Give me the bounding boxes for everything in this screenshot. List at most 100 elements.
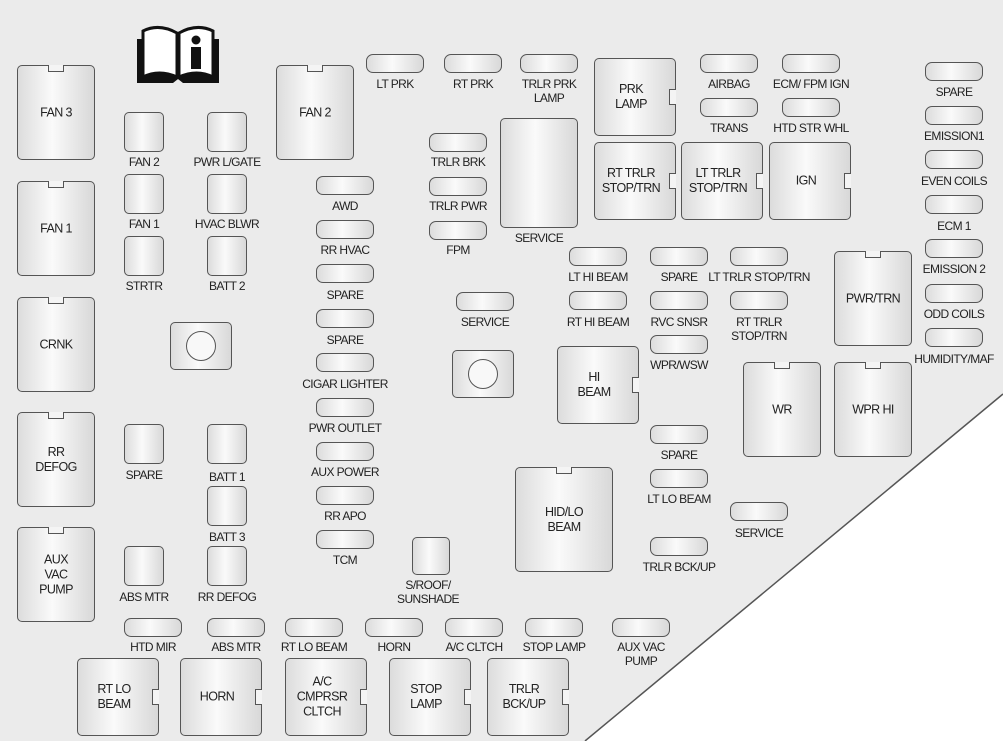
mounting-bolt-icon bbox=[170, 322, 232, 370]
fuse-label: RT HI BEAM bbox=[566, 315, 630, 329]
relay-label: FAN 2 bbox=[299, 105, 331, 119]
relay-fan2: FAN 2 bbox=[276, 65, 354, 160]
relay-horn: HORN bbox=[180, 658, 262, 736]
fuse-trlr-pwr bbox=[429, 177, 487, 196]
mini-fuse-rr-defog bbox=[207, 546, 247, 586]
relay-fan3: FAN 3 bbox=[17, 65, 95, 160]
fuse-label: SERVICE bbox=[460, 315, 510, 329]
fuse-label: PWR OUTLET bbox=[308, 421, 382, 435]
fuse-rt-prk bbox=[444, 54, 502, 73]
mini-fuse-fan1 bbox=[124, 174, 164, 214]
relay-label: SERVICE bbox=[514, 231, 564, 245]
fuse-label: EMISSION 2 bbox=[922, 262, 986, 276]
fuse-label: HTD MIR bbox=[130, 640, 176, 654]
mini-fuse-pwr-lgate bbox=[207, 112, 247, 152]
fuse-label: S/ROOF/ SUNSHADE bbox=[397, 578, 459, 606]
relay-label: RT LO BEAM bbox=[97, 682, 131, 711]
fuse-label: SPARE bbox=[935, 85, 973, 99]
fuse-label: SPARE bbox=[326, 288, 364, 302]
fuse-emission2 bbox=[925, 239, 983, 258]
mounting-bolt-icon bbox=[452, 350, 514, 398]
fuse-ecm1 bbox=[925, 195, 983, 214]
fuse-htd-str-whl bbox=[782, 98, 840, 117]
fuse-label: FAN 2 bbox=[128, 155, 160, 169]
relay-label: WR bbox=[772, 402, 792, 416]
fuse-label: SPARE bbox=[660, 448, 698, 462]
relay-crnk: CRNK bbox=[17, 297, 95, 392]
fuse-label: RT PRK bbox=[453, 77, 494, 91]
fuse-label: FPM bbox=[446, 243, 470, 257]
fuse-label: AUX POWER bbox=[311, 465, 380, 479]
relay-trlr-bck-up: TRLR BCK/UP bbox=[487, 658, 569, 736]
fuse-label: EVEN COILS bbox=[920, 174, 988, 188]
relay-label: STOP LAMP bbox=[410, 682, 442, 711]
fuse-label: HTD STR WHL bbox=[773, 121, 849, 135]
fuse-label: A/C CLTCH bbox=[445, 640, 503, 654]
fuse-label: PWR L/GATE bbox=[193, 155, 261, 169]
fuse-label: TRLR PRK LAMP bbox=[521, 77, 577, 105]
fuse-wpr-wsw bbox=[650, 335, 708, 354]
fuse-label: ECM 1 bbox=[937, 219, 971, 233]
mini-fuse-abs-mtr bbox=[124, 546, 164, 586]
fuse-label: TCM bbox=[332, 553, 358, 567]
relay-label: TRLR BCK/UP bbox=[502, 682, 547, 711]
fuse-service2 bbox=[730, 502, 788, 521]
relay-label: RR DEFOG bbox=[35, 444, 77, 474]
fuse-aux-vac-pump bbox=[612, 618, 670, 637]
relay-rr-defog: RR DEFOG bbox=[17, 412, 95, 507]
relay-label: FAN 1 bbox=[40, 221, 72, 235]
fuse-airbag bbox=[700, 54, 758, 73]
fuse-label: LT HI BEAM bbox=[568, 270, 628, 284]
fuse-label: AUX VAC PUMP bbox=[617, 640, 665, 668]
fuse-htd-mir bbox=[124, 618, 182, 637]
fuse-label: TRLR BCK/UP bbox=[642, 560, 716, 574]
relay-label: PWR/TRN bbox=[845, 291, 901, 305]
fuse-horn bbox=[365, 618, 423, 637]
fuse-lt-trlr-stop-trn bbox=[730, 247, 788, 266]
relay-label: HID/LO BEAM bbox=[544, 504, 584, 534]
fuse-spare4 bbox=[650, 425, 708, 444]
fuse-label: RVC SNSR bbox=[650, 315, 709, 329]
relay-label: WPR HI bbox=[852, 402, 894, 416]
fuse-humidity-maf bbox=[925, 328, 983, 347]
fuse-lt-prk bbox=[366, 54, 424, 73]
fuse-spare3 bbox=[650, 247, 708, 266]
mini-fuse-spare bbox=[124, 424, 164, 464]
fuse-label: SPARE bbox=[326, 333, 364, 347]
fuse-label: RT LO BEAM bbox=[280, 640, 348, 654]
mini-fuse-fan2 bbox=[124, 112, 164, 152]
relay-label: HI BEAM bbox=[577, 370, 611, 399]
fuse-label: STRTR bbox=[125, 279, 163, 293]
fuse-rr-hvac bbox=[316, 220, 374, 239]
mini-fuse-batt2 bbox=[207, 236, 247, 276]
fuse-trlr-bck-up bbox=[650, 537, 708, 556]
fuse-cigar-lighter bbox=[316, 353, 374, 372]
fuse-label: ABS MTR bbox=[211, 640, 261, 654]
fuse-rt-lo-beam bbox=[285, 618, 343, 637]
mini-fuse-batt3 bbox=[207, 486, 247, 526]
fuse-label: LT PRK bbox=[376, 77, 414, 91]
fuse-label: SPARE bbox=[125, 468, 163, 482]
fuse-spare2 bbox=[316, 309, 374, 328]
fuse-trlr-prk-lamp bbox=[520, 54, 578, 73]
fuse-rvc-snsr bbox=[650, 291, 708, 310]
fuse-awd bbox=[316, 176, 374, 195]
fuse-label: CIGAR LIGHTER bbox=[302, 377, 388, 391]
relay-label: LT TRLR STOP/TRN bbox=[688, 166, 748, 195]
relay-service bbox=[500, 118, 578, 228]
fuse-label: EMISSION1 bbox=[924, 129, 985, 143]
relay-stop-lamp: STOP LAMP bbox=[389, 658, 471, 736]
fuse-rt-hi-beam bbox=[569, 291, 627, 310]
fuse-label: BATT 2 bbox=[209, 279, 246, 293]
relay-pwr-trn: PWR/TRN bbox=[834, 251, 912, 346]
fuse-pwr-outlet bbox=[316, 398, 374, 417]
fuse-label: BATT 1 bbox=[209, 470, 246, 484]
fuse-r-spare bbox=[925, 62, 983, 81]
fuse-label: LT TRLR STOP/TRN bbox=[708, 270, 810, 284]
relay-hi-beam: HI BEAM bbox=[557, 346, 639, 424]
fuse-label: FAN 1 bbox=[128, 217, 160, 231]
fuse-label: TRLR PWR bbox=[429, 199, 487, 213]
relay-label: HORN bbox=[199, 689, 235, 704]
fuse-label: RR HVAC bbox=[320, 243, 371, 257]
fuse-label: ODD COILS bbox=[923, 307, 985, 321]
